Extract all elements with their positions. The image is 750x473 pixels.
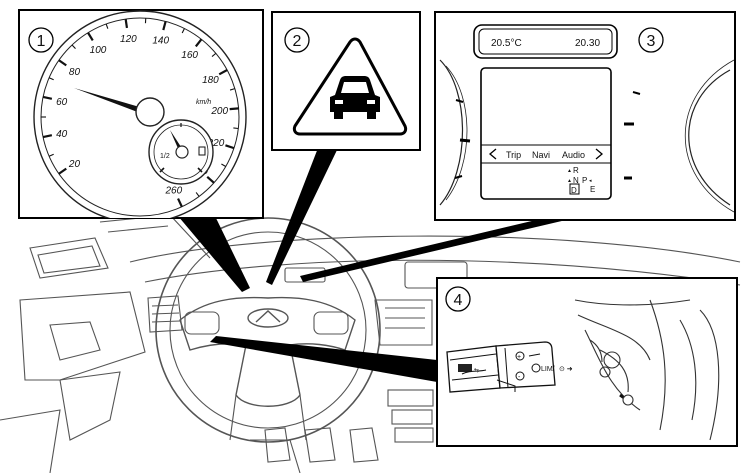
- svg-text:◂: ◂: [589, 178, 592, 184]
- display-time: 20.30: [575, 38, 600, 49]
- svg-text:-: -: [518, 374, 521, 381]
- gear-n: N: [573, 176, 579, 185]
- stalk-lim-label: LIM/: [541, 366, 555, 373]
- speed-tick: [229, 88, 235, 91]
- svg-text:▲: ▲: [567, 168, 572, 174]
- callout-badge-2: [284, 27, 310, 53]
- speed-tick: [218, 69, 228, 76]
- speed-label: 140: [152, 36, 169, 47]
- pointer-3: [300, 220, 566, 282]
- speedometer-needle: [74, 88, 150, 116]
- speed-tick: [233, 127, 239, 130]
- gear-indicator: ▲ R ▲ N P ◂ D E: [567, 166, 595, 195]
- pointer-1: [178, 216, 250, 292]
- speed-label: 120: [120, 34, 137, 45]
- cruise-control-stalk-icon: ⇆ + - LIM/ ⊙ ➜: [446, 341, 573, 393]
- gear-d: D: [571, 186, 577, 195]
- speed-label: 220: [207, 138, 225, 149]
- gear-e: E: [590, 185, 595, 194]
- svg-text:+: +: [517, 354, 521, 361]
- speed-tick: [42, 134, 53, 139]
- gear-p: P: [582, 176, 587, 185]
- pointer-4: [210, 336, 437, 382]
- speed-tick: [105, 23, 109, 29]
- callout-number-2: 2: [293, 33, 302, 50]
- speedometer-ticks: [41, 18, 239, 208]
- speed-tick: [206, 176, 215, 184]
- fuel-half-label: 1/2: [160, 153, 170, 160]
- speed-tick: [195, 192, 200, 197]
- fuel-gauge: 1/2: [148, 119, 214, 185]
- fuel-pump-icon: [198, 146, 206, 156]
- speed-label: 180: [202, 75, 219, 86]
- speed-tick: [87, 32, 94, 41]
- speed-tick: [124, 18, 129, 29]
- menu-item-trip: Trip: [506, 150, 521, 160]
- speed-tick: [58, 59, 67, 67]
- speed-label: 40: [56, 129, 68, 140]
- speed-tick: [229, 107, 239, 111]
- menu-right-arrow-icon: [595, 148, 604, 160]
- svg-text:▲: ▲: [567, 178, 572, 184]
- speed-tick: [71, 44, 76, 50]
- speed-tick: [58, 167, 67, 175]
- infiniti-logo: [247, 308, 289, 328]
- speed-label: 260: [164, 186, 182, 197]
- display-temperature: 20.5°C: [491, 38, 522, 49]
- gear-r: R: [573, 166, 579, 175]
- speedometer-hub: [135, 97, 165, 127]
- vehicle-warning-triangle-icon: [292, 37, 408, 136]
- menu-item-audio: Audio: [562, 150, 585, 160]
- callout-badge-1: [28, 27, 54, 53]
- speed-tick: [48, 77, 54, 81]
- panel-warning-light: 2: [271, 11, 421, 151]
- svg-text:⇆: ⇆: [474, 367, 479, 374]
- speed-tick: [181, 28, 185, 34]
- callout-badge-3: [638, 27, 664, 53]
- callout-badge-4: [445, 286, 471, 312]
- svg-text:⊙ ➜: ⊙ ➜: [559, 366, 573, 373]
- panel-control-stalk: ⇆ + - LIM/ ⊙ ➜: [436, 277, 738, 447]
- callout-number-4: 4: [454, 292, 463, 309]
- speed-tick: [177, 198, 183, 208]
- speed-tick: [225, 144, 235, 150]
- speed-tick: [48, 153, 54, 157]
- menu-item-navi: Navi: [532, 150, 550, 160]
- panel-speedometer: 20406080100120140160180200220240260 km/h…: [18, 9, 264, 219]
- speed-label: 160: [181, 50, 198, 61]
- speed-label: 60: [56, 97, 68, 108]
- menu-left-arrow-icon: [488, 148, 497, 160]
- callout-number-1: 1: [37, 33, 46, 50]
- speed-tick: [162, 21, 167, 31]
- speed-label: 80: [69, 67, 81, 78]
- speed-tick: [221, 163, 227, 167]
- callout-number-3: 3: [647, 33, 656, 50]
- speed-unit: km/h: [196, 99, 211, 106]
- panel-info-display: 20.5°C 20.30 Trip Navi Audio ▲ R ▲ N P ◂…: [434, 11, 736, 221]
- speed-tick: [194, 38, 203, 48]
- callout-pointers: [178, 148, 566, 382]
- pointer-2: [266, 148, 338, 285]
- speed-label: 100: [90, 45, 107, 56]
- speed-label: 20: [68, 159, 81, 170]
- speed-tick: [42, 95, 53, 100]
- speed-tick: [211, 52, 217, 57]
- speed-label: 200: [210, 106, 228, 117]
- steering-column-sketch: [574, 299, 720, 441]
